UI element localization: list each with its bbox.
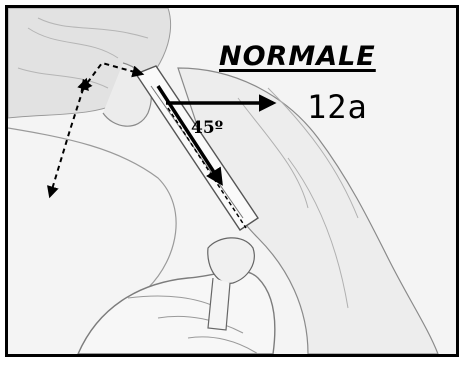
- figure-code-label: 12a: [307, 88, 368, 126]
- hand-sketch: [78, 271, 275, 354]
- angle-label: 45º: [191, 118, 223, 138]
- title-label: NORMALE: [219, 41, 376, 72]
- illustration-frame: NORMALE 12a 45º: [5, 5, 459, 357]
